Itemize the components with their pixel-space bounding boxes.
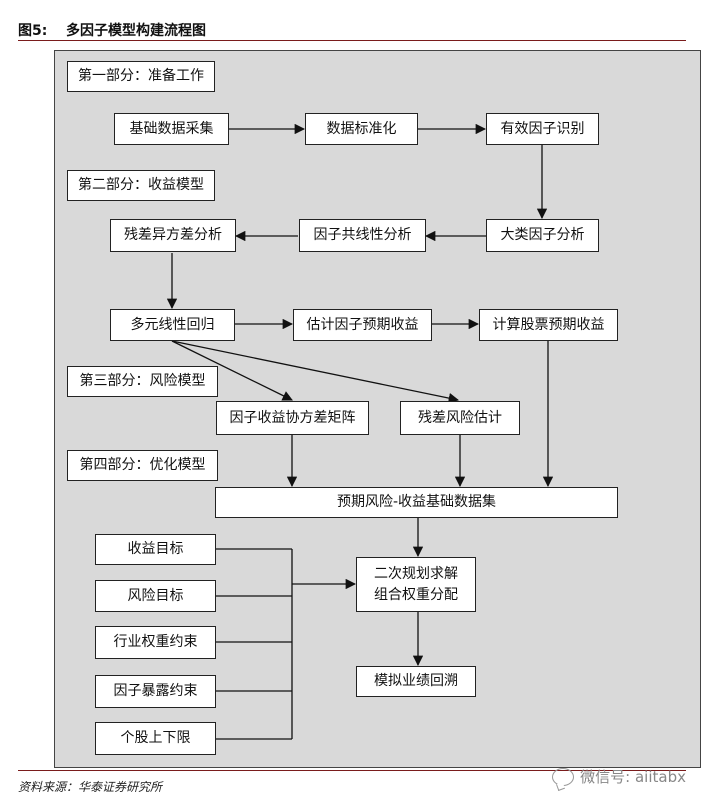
arrow-regression-to-covariance	[171, 340, 293, 401]
node-major-factor-analysis: 大类因子分析	[486, 219, 599, 252]
section-label-part2: 第二部分：收益模型	[67, 170, 215, 201]
node-stock-return-forecast: 计算股票预期收益	[479, 309, 618, 341]
node-factor-identification: 有效因子识别	[486, 113, 599, 145]
node-backtest: 模拟业绩回溯	[356, 666, 476, 697]
node-objective-return: 收益目标	[95, 534, 216, 565]
figure-label: 图5:	[18, 23, 48, 39]
wechat-icon	[552, 767, 575, 786]
node-data-collection: 基础数据采集	[114, 113, 229, 145]
node-quadratic-programming: 二次规划求解 组合权重分配	[356, 557, 476, 612]
watermark-text: 微信号: aiitabx	[580, 768, 686, 786]
node-risk-return-dataset: 预期风险-收益基础数据集	[215, 487, 618, 518]
node-exposure-constraint: 因子暴露约束	[95, 675, 216, 708]
node-collinearity-analysis: 因子共线性分析	[299, 219, 426, 252]
node-heteroskedasticity-analysis: 残差异方差分析	[110, 219, 236, 252]
section-label-part1: 第一部分：准备工作	[67, 61, 215, 92]
node-covariance-matrix: 因子收益协方差矩阵	[216, 401, 369, 435]
source-note: 资料来源：华泰证券研究所	[18, 780, 163, 794]
section-label-part3: 第三部分：风险模型	[67, 366, 218, 397]
arrow-regression-to-residual	[171, 340, 460, 404]
watermark: 微信号: aiitabx	[552, 766, 686, 787]
node-residual-risk: 残差风险估计	[400, 401, 520, 435]
section-label-part4: 第四部分：优化模型	[67, 450, 218, 481]
figure-caption: 图5: 多因子模型构建流程图	[18, 20, 206, 40]
node-industry-constraint: 行业权重约束	[95, 626, 216, 659]
bottom-rule	[18, 770, 686, 771]
figure-title: 多因子模型构建流程图	[66, 23, 206, 39]
node-factor-return-forecast: 估计因子预期收益	[293, 309, 432, 341]
node-regression: 多元线性回归	[110, 309, 235, 341]
node-stock-limits: 个股上下限	[95, 722, 216, 755]
node-objective-risk: 风险目标	[95, 580, 216, 612]
top-rule	[18, 40, 686, 41]
node-standardization: 数据标准化	[305, 113, 418, 145]
